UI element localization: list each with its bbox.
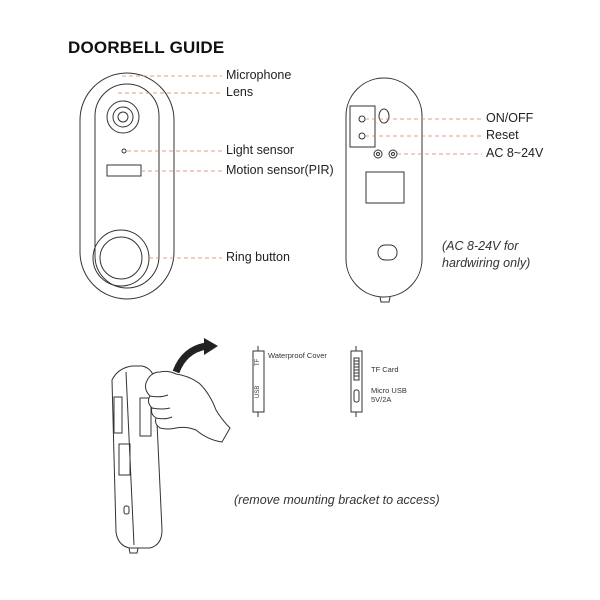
light-sensor-icon [121,148,127,154]
cover-tf-label: TF [255,358,261,366]
waterproof-cover-label: Waterproof Cover [268,351,327,360]
side-window [118,443,131,476]
front-view [79,72,175,300]
ring-button-label: Ring button [226,250,290,264]
reset-label: Reset [486,128,519,142]
lens-icon [112,106,134,128]
back-bottom-clip [379,296,391,303]
front-leader-lines [118,75,222,259]
tf-card-label: TF Card [371,365,399,374]
back-screw-hole [377,244,398,261]
back-label-plate [365,171,405,204]
side-shell [111,365,163,549]
micro-usb-port-icon [353,389,360,403]
on-off-switch-icon [358,115,366,123]
back-view [345,77,423,303]
open-arrow [172,338,218,374]
side-view [111,365,163,554]
arrow-head-icon [204,338,218,355]
side-port-panel [113,396,123,434]
ac-label: AC 8~24V [486,146,544,160]
curved-arrow-icon [172,342,207,374]
micro-usb-spec-label: 5V/2A [371,395,392,404]
front-outer-shell [79,72,175,300]
hand-icon [145,370,231,443]
page-title: DOORBELL GUIDE [68,38,225,57]
back-shell [345,77,423,298]
motion-sensor-window [106,164,142,177]
port-panel-icon [350,350,363,413]
microphone-label: Microphone [226,68,292,82]
side-bottom-clip [128,547,139,554]
ring-button-icon [99,236,143,280]
lens-label: Lens [226,85,254,99]
micro-usb-label: Micro USB [371,386,407,395]
reset-button-icon [358,132,366,140]
on-off-button-cap [378,108,390,124]
on-off-label: ON/OFF [486,111,534,125]
back-leader-lines [365,118,482,155]
motion-sensor-label: Motion sensor(PIR) [226,163,334,177]
side-cover-flap [139,397,152,437]
tf-card-slot-icon [353,357,360,381]
waterproof-cover-detail [252,346,265,417]
side-hole [123,505,130,515]
cover-usb-label: USB [255,385,261,398]
hardwiring-note-line1: (AC 8-24V for [442,239,519,253]
access-note: (remove mounting bracket to access) [234,493,440,507]
hand-illustration [145,370,231,443]
hardwiring-note-line2: hardwiring only) [442,256,531,270]
light-sensor-label: Light sensor [226,143,295,157]
lens-outer-ring [106,100,140,134]
ac-terminal-left [373,149,383,159]
ring-button-outer [92,229,150,287]
lens-inner [117,111,129,123]
back-switch-panel [349,105,376,148]
port-detail [350,346,363,417]
ac-terminal-right [388,149,398,159]
front-inner-panel [94,83,160,289]
